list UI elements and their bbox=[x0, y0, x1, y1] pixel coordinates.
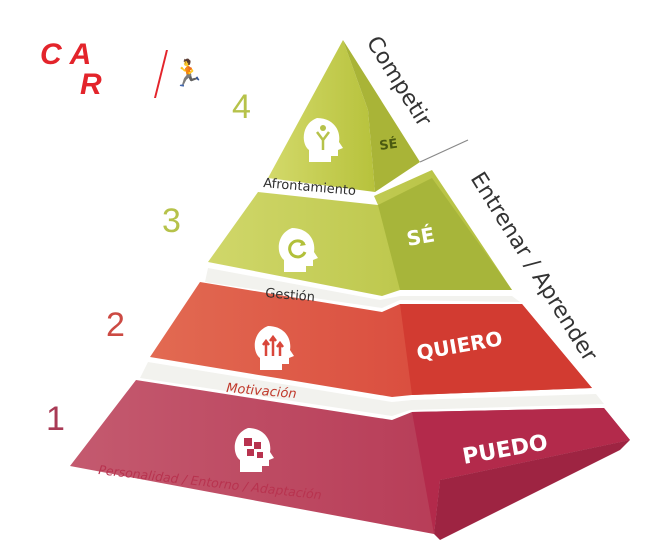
level-2-number: 2 bbox=[106, 306, 125, 344]
level-3-stage-label: SÉ bbox=[405, 222, 437, 251]
level-4-block bbox=[268, 40, 420, 192]
level-1-block bbox=[70, 380, 630, 540]
head-icon-motivation bbox=[254, 326, 294, 370]
logo-text-bottom: R bbox=[80, 68, 102, 101]
logo-text-top: CA bbox=[40, 38, 100, 71]
level-4-number: 4 bbox=[232, 88, 251, 126]
car-logo: CA R 🏃 bbox=[40, 38, 204, 110]
head-icon-management bbox=[278, 228, 318, 272]
level-4-stage-label: SÉ bbox=[378, 136, 398, 154]
head-icon-coping bbox=[303, 118, 343, 162]
level-3-number: 3 bbox=[162, 202, 181, 240]
runner-icon: 🏃 bbox=[172, 58, 205, 88]
side-divider bbox=[419, 139, 469, 163]
head-icon-personality bbox=[234, 428, 274, 472]
level-3-area-label: Gestión bbox=[265, 286, 316, 305]
level-1-number: 1 bbox=[46, 400, 65, 438]
level-2-area-label: Motivación bbox=[226, 381, 298, 402]
